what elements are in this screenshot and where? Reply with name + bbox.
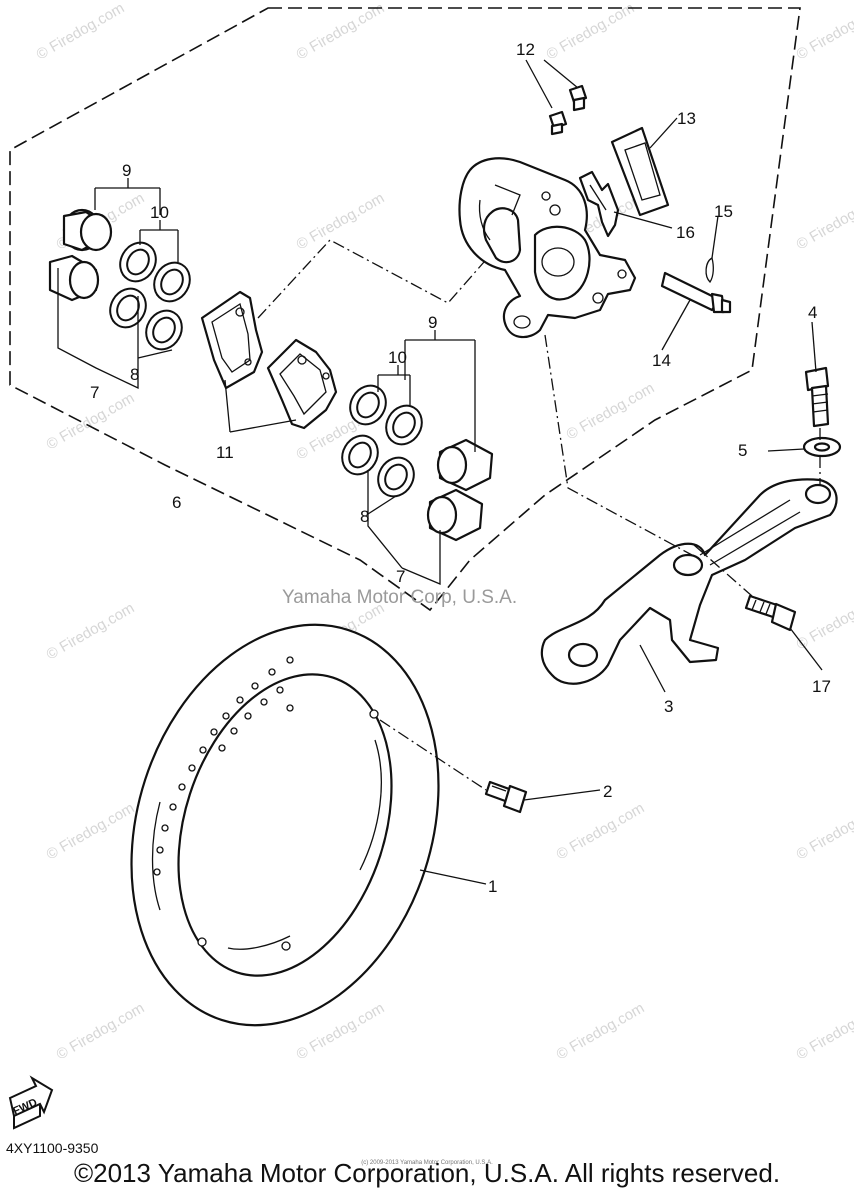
watermark: © Firedog.com	[794, 799, 854, 863]
callout-17: 17	[812, 677, 831, 696]
watermark: © Firedog.com	[794, 189, 854, 253]
watermark: © Firedog.com	[564, 379, 658, 443]
callout-9-right: 9	[428, 313, 437, 332]
watermark: © Firedog.com	[794, 999, 854, 1063]
watermark: © Firedog.com	[294, 189, 388, 253]
watermark: © Firedog.com	[554, 799, 648, 863]
pin-clip	[705, 257, 714, 284]
piston-upper-left	[62, 208, 113, 252]
disc-bolt	[484, 780, 528, 814]
callout-4: 4	[808, 303, 817, 322]
assembly-line	[257, 239, 485, 319]
callout-2: 2	[603, 782, 612, 801]
bracket-bolt	[804, 366, 830, 428]
disc-holes	[153, 656, 379, 951]
callout-15: 15	[714, 202, 733, 221]
callout-7-right: 7	[396, 567, 405, 586]
watermark: © Firedog.com	[34, 0, 128, 63]
caliper-body	[458, 157, 637, 339]
assembly-line	[544, 334, 693, 556]
watermark: © Firedog.com	[44, 599, 138, 663]
watermark: © Firedog.com	[544, 0, 638, 63]
brake-pad-right	[266, 338, 338, 430]
pad-spring	[578, 170, 620, 238]
watermark: © Firedog.com	[44, 799, 138, 863]
bleed-screws	[548, 84, 588, 136]
piston-lower-left	[48, 254, 100, 302]
seals-left	[109, 241, 191, 351]
callout-10-right: 10	[388, 348, 407, 367]
brake-disc	[130, 623, 440, 1027]
callout-6: 6	[172, 493, 181, 512]
watermark: © Firedog.com	[54, 999, 148, 1063]
callout-5: 5	[738, 441, 747, 460]
watermark: © Firedog.com	[794, 0, 854, 63]
watermark: © Firedog.com	[294, 0, 388, 63]
callout-8-left: 8	[130, 365, 139, 384]
callout-10-left: 10	[150, 203, 169, 222]
seals-right	[341, 384, 423, 498]
caliper-bracket	[540, 478, 838, 685]
fwd-arrow-icon: FWD	[8, 1075, 54, 1130]
callout-3: 3	[664, 697, 673, 716]
callout-7-left: 7	[90, 383, 99, 402]
callout-9-left: 9	[122, 161, 131, 180]
bracket-mount-bolt	[744, 594, 797, 632]
piston-upper-right	[436, 438, 494, 492]
callout-8-right: 8	[360, 507, 369, 526]
center-watermark: Yamaha Motor Corp, U.S.A.	[282, 587, 517, 608]
pad-shim	[610, 126, 670, 217]
callout-16: 16	[676, 223, 695, 242]
callouts: 1 2 3 4 5 6 7 7 8 8 9 9 10 10 11 12 13 1…	[90, 40, 831, 896]
brake-pad-left	[200, 290, 264, 390]
tiny-copyright: (c) 2009-2013 Yamaha Motor Corporation, …	[361, 1160, 493, 1166]
assembly-line	[379, 719, 487, 791]
assembly-line	[693, 544, 753, 597]
washer	[802, 436, 842, 458]
callout-12: 12	[516, 40, 535, 59]
callout-11: 11	[216, 443, 234, 462]
copyright-notice: ©2013 Yamaha Motor Corporation, U.S.A. A…	[73, 1158, 781, 1188]
callout-14: 14	[652, 351, 671, 370]
piston-lower-right	[426, 488, 484, 542]
part-number: 4XY1100-9350	[6, 1140, 99, 1156]
caliper-assembly-boundary	[9, 7, 801, 612]
pad-pin	[660, 271, 732, 314]
callout-1: 1	[488, 877, 497, 896]
leader-lines	[57, 59, 823, 885]
watermark: © Firedog.com	[554, 999, 648, 1063]
callout-13: 13	[677, 109, 696, 128]
